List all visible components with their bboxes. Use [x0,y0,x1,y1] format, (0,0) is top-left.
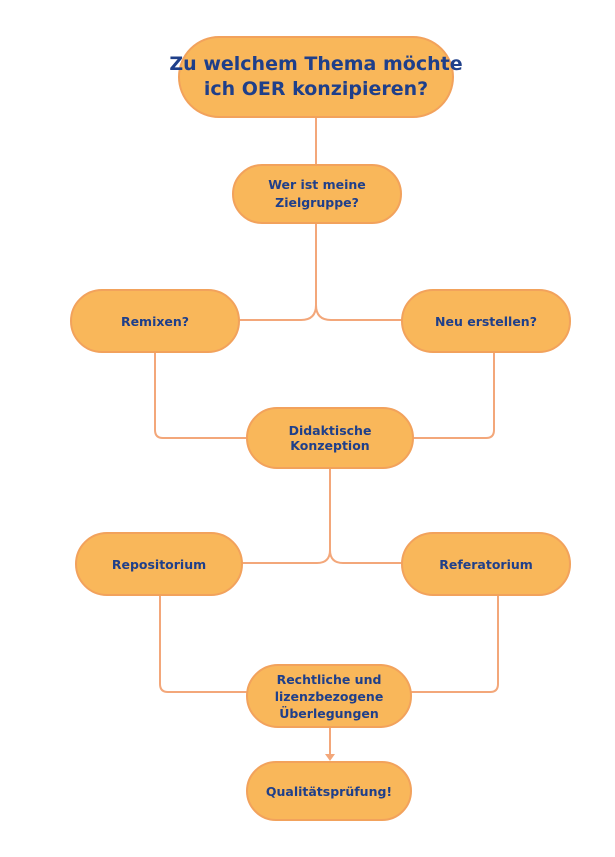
node-oer-topic-line-2: ich OER konzipieren? [203,78,429,100]
connector-target-remix [239,223,317,321]
node-oer-topic-line-1: Zu welchem Thema möchte [169,53,463,75]
node-legal-line-3: Überlegungen [279,705,379,721]
connector-didactic-repo [242,468,331,564]
node-didactic-concept-label: Didaktische Konzeption [288,423,372,453]
node-referatorium: Referatorium [401,532,571,596]
node-create-new-label: Neu erstellen? [435,313,537,329]
node-repository: Repositorium [75,532,243,596]
node-legal-line-2: lizenzbezogene [274,688,384,704]
arrowhead-quality [325,754,335,761]
connector-didactic-refer [329,549,402,564]
connector-new-didactic [413,352,495,439]
connector-target-new [315,304,402,321]
node-remix: Remixen? [70,289,240,353]
node-repository-label: Repositorium [111,556,207,572]
node-referatorium-label: Referatorium [439,556,533,572]
node-target-group-line-2: Zielgruppe? [275,195,359,210]
connector-repo-legal [159,595,247,693]
connector-remix-didactic [154,352,247,439]
node-create-new: Neu erstellen? [401,289,571,353]
node-legal-line-1: Rechtliche und [276,671,382,687]
node-target-group-line-1: Wer ist meine [268,177,366,192]
node-remix-label: Remixen? [120,313,190,329]
node-didactic-concept: Didaktische Konzeption [246,407,414,469]
node-oer-topic: Zu welchem Thema möchte ich OER konzipie… [169,36,463,118]
connector-refer-legal [411,595,499,693]
node-quality-check-label: Qualitätsprüfung! [265,783,393,799]
node-legal-considerations: Rechtliche und lizenzbezogene Überlegung… [246,664,412,728]
node-quality-check: Qualitätsprüfung! [246,761,412,821]
node-target-group: Wer ist meine Zielgruppe? [232,164,402,224]
